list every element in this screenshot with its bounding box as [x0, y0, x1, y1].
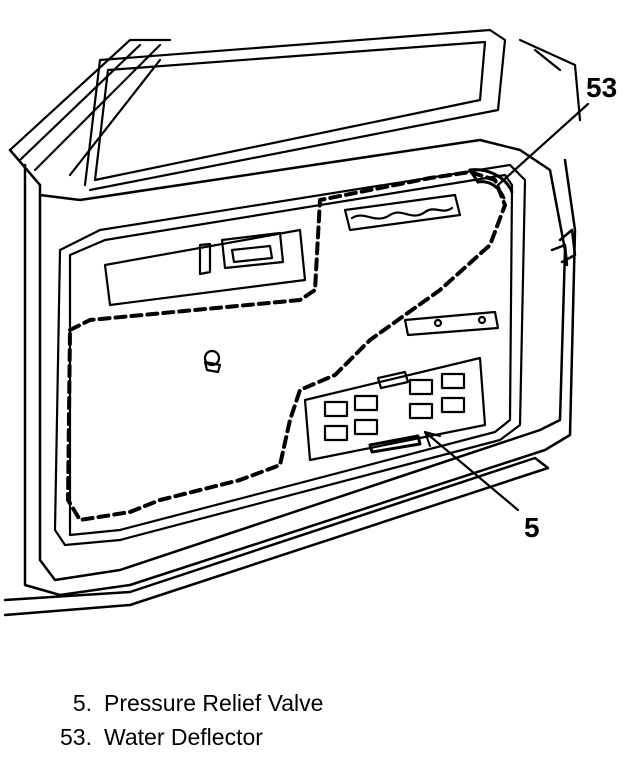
door-diagram	[3, 28, 590, 617]
leader-line-5	[423, 430, 520, 512]
legend-number: 53.	[60, 723, 92, 750]
inner-panel	[53, 163, 527, 547]
legend-text: Water Deflector	[104, 723, 263, 750]
leader-line-53	[496, 102, 590, 187]
water-deflector-outline	[66, 170, 507, 522]
deflector-seal	[468, 168, 514, 200]
switch-bezel	[303, 356, 487, 462]
callout-5: 5	[524, 512, 540, 543]
legend-text: Pressure Relief Valve	[104, 689, 324, 716]
legend-item-water-deflector: 53. Water Deflector	[42, 720, 602, 754]
callout-53: 53	[586, 72, 618, 103]
legend-item-pressure-relief-valve: 5. Pressure Relief Valve	[42, 686, 602, 720]
legend-number: 5.	[72, 689, 92, 716]
window-frame	[8, 28, 582, 192]
parts-legend: 5. Pressure Relief Valve 53. Water Defle…	[42, 686, 602, 754]
door-shell	[3, 138, 577, 617]
